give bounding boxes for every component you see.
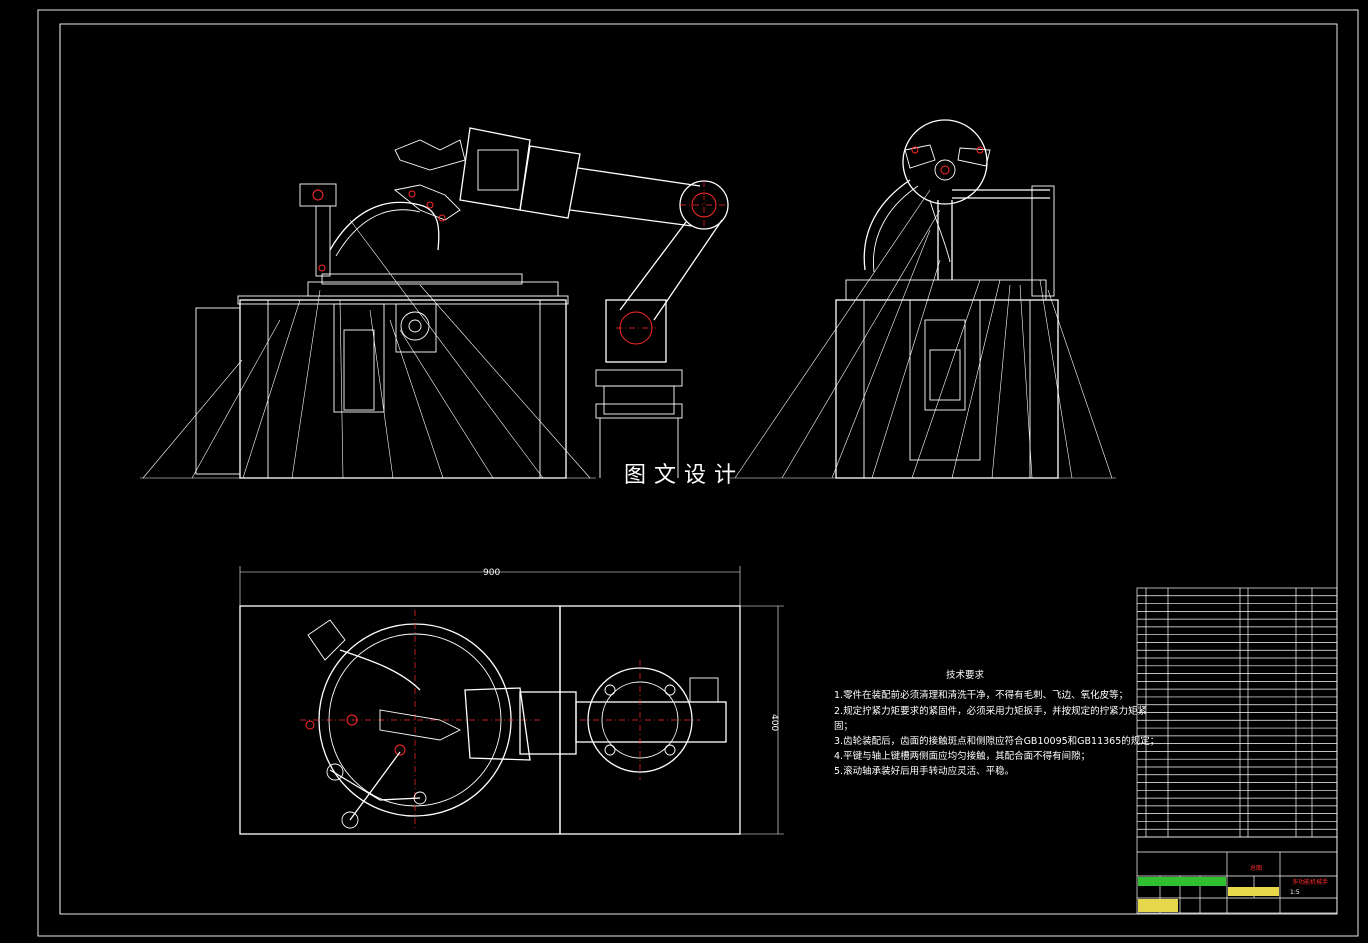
side-view: [730, 119, 1116, 479]
plan-height-label: 400: [769, 714, 779, 731]
front-view: [140, 127, 729, 479]
plan-width-label: 900: [483, 568, 500, 578]
plan-dimension-height: [740, 605, 784, 835]
drawing-scale: 1:5: [1290, 889, 1300, 896]
drawing-name: 总图: [1250, 864, 1262, 872]
front-base-cabinet: [239, 299, 567, 479]
side-base-cabinet: [835, 299, 1059, 479]
tech-req-title: 技术要求: [946, 669, 985, 681]
tech-req-item-3: 3.齿轮装配后，齿面的接触斑点和侧隙应符合GB10095和GB11365的规定；: [834, 735, 1159, 747]
watermark-text: 图文设计: [624, 463, 744, 488]
front-leader-lines: [140, 219, 596, 479]
titleblock-signature-row: [1138, 877, 1226, 886]
titleblock-stage-row: [1228, 887, 1279, 896]
plan-dimension-width: [239, 566, 741, 606]
tech-req-item-2: 2.规定拧紧力矩要求的紧固件，必须采用力矩扳手，并按规定的拧紧力矩紧: [834, 705, 1147, 717]
parts-list: [1136, 587, 1338, 838]
technical-requirements: 技术要求 1.零件在装配前必须清理和清洗干净，不得有毛刺、飞边、氧化皮等； 2.…: [834, 669, 1159, 777]
title-block: 总图 多功能机械手 1:5: [1136, 836, 1338, 914]
tech-req-item-5: 5.滚动轴承装好后用手转动应灵活、平稳。: [834, 765, 1014, 777]
tech-req-item-2-cont: 固；: [834, 721, 853, 732]
plan-view: 900 400: [239, 566, 784, 835]
tech-req-item-1: 1.零件在装配前必须清理和清洗干净，不得有毛刺、飞边、氧化皮等；: [834, 689, 1128, 701]
side-leader-lines: [730, 189, 1116, 479]
front-side-panel: [195, 307, 241, 475]
tech-req-item-4: 4.平键与轴上键槽两侧面应均匀接触，其配合面不得有间隙；: [834, 750, 1090, 762]
project-name: 多功能机械手: [1292, 878, 1328, 886]
